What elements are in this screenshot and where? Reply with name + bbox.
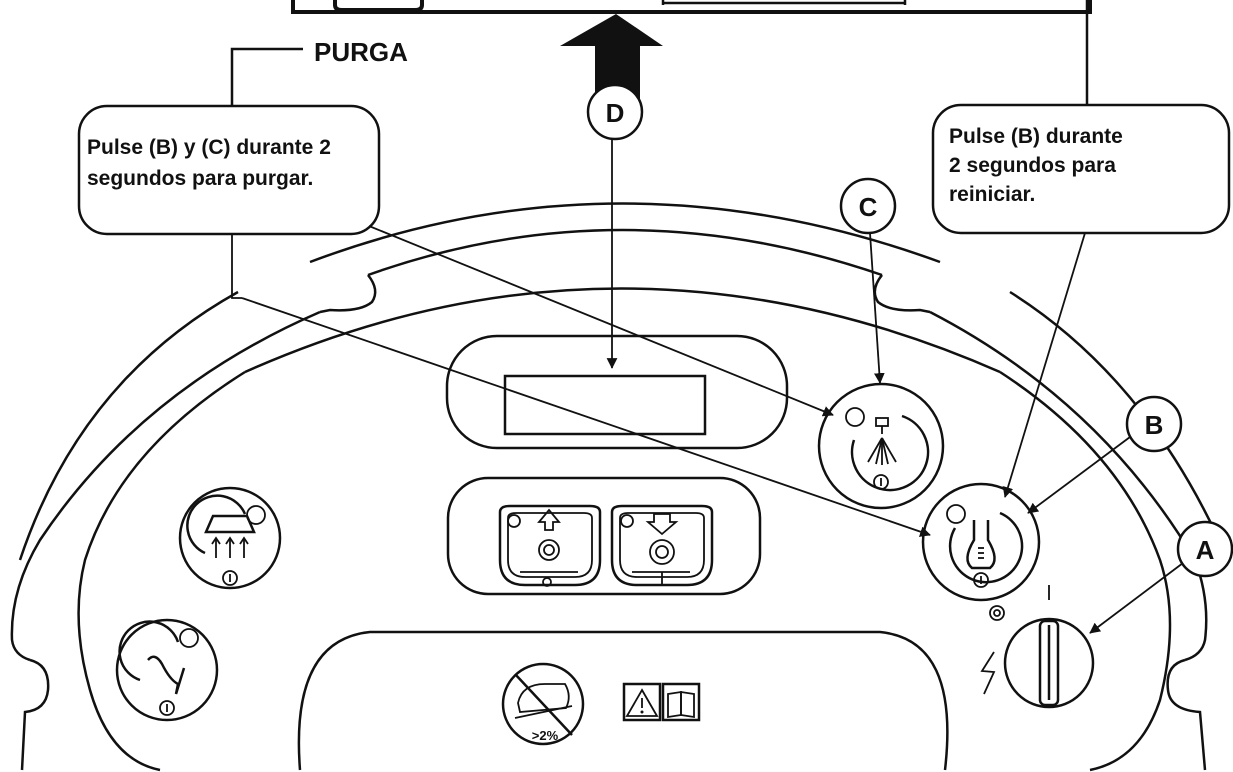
- label-a: A: [1176, 520, 1233, 578]
- brush-down-icon: [645, 513, 679, 536]
- slope-text: >2%: [532, 728, 559, 743]
- svg-text:B: B: [1145, 410, 1164, 440]
- spray-button[interactable]: [817, 382, 945, 510]
- callout-right-line-1: Pulse (B) durante: [949, 125, 1123, 148]
- purga-label: PURGA: [314, 37, 408, 67]
- svg-text:D: D: [606, 98, 625, 128]
- brush-up-button[interactable]: [498, 504, 602, 587]
- top-display-housing: [291, 0, 1092, 14]
- squeegee-button[interactable]: [178, 486, 282, 590]
- detergent-button[interactable]: [921, 482, 1041, 602]
- manual-book-icon: [661, 682, 701, 722]
- off-indicator: [989, 605, 1005, 621]
- left-callout: Pulse (B) y (C) durante 2 segundos para …: [77, 104, 381, 236]
- label-d: D: [586, 83, 644, 141]
- brush-down-button[interactable]: [610, 504, 714, 587]
- up-arrow-icon: [560, 14, 663, 100]
- label-c: C: [839, 177, 897, 235]
- brush-up-icon: [537, 508, 561, 531]
- display-panel: [445, 334, 789, 450]
- detergent-flask-icon: [966, 520, 996, 570]
- spray-nozzle-icon: [867, 417, 897, 465]
- squeegee-hood-icon: [204, 514, 256, 558]
- no-slope-icon: >2%: [501, 662, 585, 746]
- right-callout: Pulse (B) durante 2 segundos para reinic…: [931, 103, 1231, 235]
- callout-left-line-1: Pulse (B) y (C) durante 2: [87, 136, 331, 159]
- callout-right-line-2: 2 segundos para: [949, 154, 1116, 177]
- label-b: B: [1125, 395, 1183, 453]
- svg-text:C: C: [859, 192, 878, 222]
- brush-buttons-group: [446, 476, 762, 596]
- key-switch[interactable]: [1003, 617, 1095, 709]
- vacuum-hose-icon: [147, 655, 186, 695]
- vacuum-button[interactable]: [115, 618, 219, 722]
- callout-left-line-2: segundos para purgar.: [87, 167, 313, 190]
- svg-text:A: A: [1196, 535, 1215, 565]
- callout-right-line-3: reiniciar.: [949, 183, 1035, 206]
- lightning-icon: [980, 651, 996, 695]
- panel-outline: [10, 202, 1230, 772]
- warning-triangle-icon: [622, 682, 662, 722]
